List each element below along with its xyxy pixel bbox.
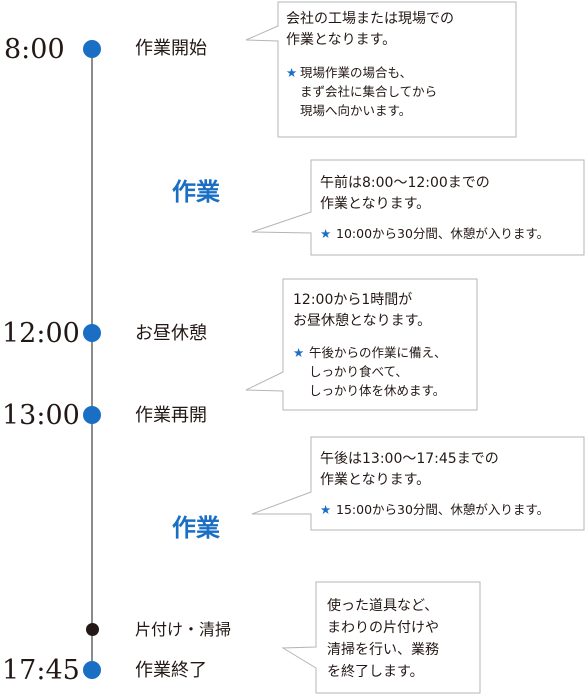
time-lunch: 12:00 (2, 318, 80, 349)
timeline-line (91, 49, 93, 673)
label-work-afternoon: 作業 (172, 514, 220, 542)
time-start: 8:00 (4, 34, 65, 65)
callout-work1-note: 10:00から30分間、休憩が入ります。 (336, 226, 550, 241)
label-lunch: お昼休憩 (135, 323, 207, 344)
label-work-morning: 作業 (172, 178, 220, 206)
callout-work1-text: 午前は8:00〜12:00までの 作業となります。 (320, 175, 490, 212)
timeline-dot-resume (83, 406, 101, 424)
label-resume: 作業再開 (135, 405, 207, 426)
label-start: 作業開始 (135, 38, 207, 59)
callout-lunch-note: 午後からの作業に備え、 しっかり食べて、 しっかり体を休めます。 (309, 345, 447, 398)
timeline-dot-cleanup (86, 623, 99, 636)
callout-end-text: 使った道具など、 まわりの片付けや 清掃を行い、業務 を終了します。 (327, 598, 439, 680)
star-icon: ★ (293, 345, 305, 360)
callout-start-text: 会社の工場または現場での 作業となります。 (286, 11, 454, 48)
star-icon: ★ (320, 226, 332, 241)
star-icon: ★ (286, 65, 298, 80)
callout-start-note: 現場作業の場合も、 まず会社に集合してから 現場へ向かいます。 (300, 65, 438, 118)
timeline-dot-end (83, 661, 101, 679)
callout-work2-text: 午後は13:00〜17:45までの 作業となります。 (320, 451, 499, 488)
callout-work2-note: 15:00から30分間、休憩が入ります。 (336, 502, 550, 517)
label-end: 作業終了 (135, 660, 207, 681)
time-resume: 13:00 (2, 400, 80, 431)
timeline-dot-lunch (83, 324, 101, 342)
label-cleanup: 片付け・清掃 (135, 620, 232, 639)
star-icon: ★ (320, 502, 332, 517)
timeline-dot-start (83, 40, 101, 58)
time-end: 17:45 (2, 655, 80, 686)
callout-lunch-text: 12:00から1時間が お昼休憩となります。 (293, 292, 432, 329)
